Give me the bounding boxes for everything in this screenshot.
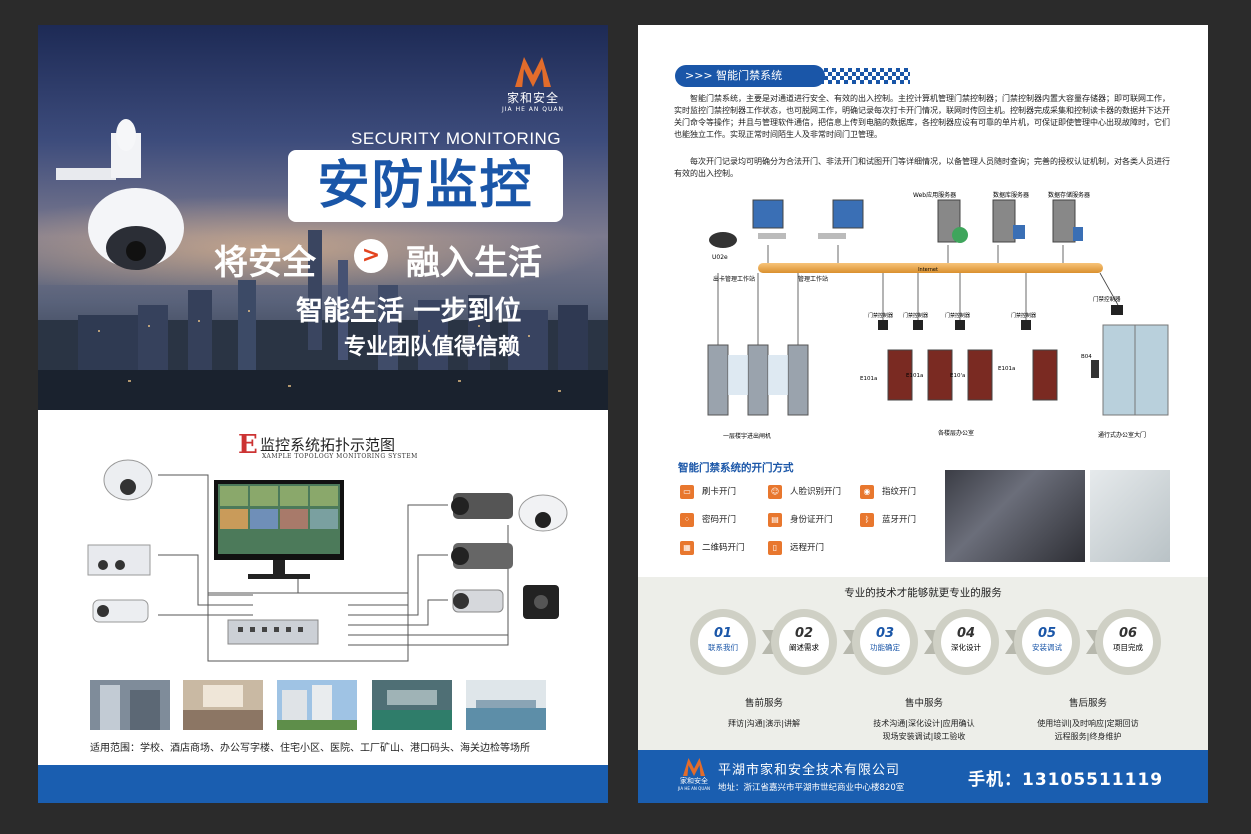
- service-title: 专业的技术才能够就更专业的服务: [844, 587, 1002, 599]
- svg-text:数据库服务器: 数据库服务器: [993, 191, 1029, 199]
- section-title: >>> 智能门禁系统: [675, 65, 825, 87]
- svg-text:E101a: E101a: [906, 373, 923, 379]
- workshop-photo: [466, 680, 546, 730]
- phone-number: 手机：13105511119: [968, 770, 1164, 790]
- svg-text:E101a: E101a: [998, 366, 1015, 372]
- staff-using-access-photo: [945, 470, 1085, 562]
- company-logo: 家和安全 JIA HE AN QUAN: [498, 57, 568, 113]
- school-photo: [90, 680, 170, 730]
- company-name: 平湖市家和安全技术有限公司: [718, 763, 901, 778]
- svg-text:管理工作站: 管理工作站: [798, 275, 828, 283]
- method-face: ☺人脸识别开门: [768, 483, 841, 501]
- left-flyer-page: 家和安全 JIA HE AN QUAN SECURITY MONITORING …: [38, 25, 608, 803]
- svg-text:Web应用服务器: Web应用服务器: [913, 191, 956, 199]
- insale-heading: 售中服务: [904, 698, 943, 709]
- phone-icon: ▯: [768, 540, 782, 555]
- camera-icons: [87, 459, 568, 623]
- presale-heading: 售前服务: [744, 698, 783, 709]
- keypad-icon: ⁘: [680, 512, 694, 527]
- svg-text:出卡管理工作站: 出卡管理工作站: [713, 275, 755, 283]
- method-password: ⁘密码开门: [680, 511, 736, 529]
- application-scope-text: 适用范围：学校、酒店商场、办公写字楼、住宅小区、医院、工厂矿山、港口码头、海关边…: [90, 743, 530, 754]
- slogan-line-2: 智能生活 一步到位: [296, 296, 522, 327]
- intro-paragraph-1: 智能门禁系统，主要是对通道进行安全、有效的出入控制。主控计算机管理门禁控制器；门…: [674, 94, 1170, 139]
- left-footer-bar: [38, 765, 608, 803]
- id-card-icon: ▤: [768, 512, 782, 527]
- face-icon: ☺: [768, 484, 782, 499]
- access-control-diagram: Internet U02e 出卡管理工作站 管理工作站 Web应用服务器 数据库…: [707, 191, 1169, 440]
- svg-text:门禁控制器: 门禁控制器: [903, 312, 928, 319]
- svg-text:门禁控制器: 门禁控制器: [1093, 295, 1121, 303]
- security-monitoring-heading: SECURITY MONITORING: [351, 129, 562, 148]
- footer-logo: 家和安全 JIA HE AN QUAN: [676, 758, 712, 791]
- house-logo-icon: [515, 57, 551, 87]
- svg-text:B04: B04: [1081, 354, 1092, 360]
- svg-text:一层楼宇进出闸机: 一层楼宇进出闸机: [723, 432, 771, 440]
- residential-photo: [277, 680, 357, 730]
- slogan-part-a: 将安全: [214, 243, 316, 283]
- card-icon: ▭: [680, 484, 694, 499]
- presale-items: 拜访|沟通|演示|讲解: [727, 719, 801, 728]
- house-logo-icon: [683, 758, 705, 776]
- main-title-box: 安防监控: [288, 150, 563, 222]
- factory-photo: [372, 680, 452, 730]
- method-card: ▭刷卡开门: [680, 483, 736, 501]
- hotel-mall-photo: [183, 680, 263, 730]
- city-skyline-image: [38, 230, 608, 410]
- aftersale-items: 使用培训|及时响应|定期回访 远程服务|终身维护: [1037, 719, 1139, 741]
- slogan-line-3: 专业团队值得信赖: [344, 335, 521, 360]
- bus-label: Internet: [918, 267, 938, 273]
- qrcode-icon: ▦: [680, 540, 694, 555]
- svg-text:通行式办公室大门: 通行式办公室大门: [1098, 431, 1146, 439]
- main-title: 安防监控: [317, 156, 534, 216]
- checker-decoration: [820, 68, 910, 84]
- method-remote: ▯远程开门: [768, 539, 824, 557]
- company-address: 地址：浙江省嘉兴市平湖市世纪商业中心楼820室: [718, 783, 905, 793]
- svg-text:门禁控制器: 门禁控制器: [945, 312, 970, 319]
- insale-items: 技术沟通|深化设计|应用确认 现场安装调试|竣工验收: [873, 719, 975, 741]
- fingerprint-icon: ◉: [860, 484, 874, 499]
- svg-text:门禁控制器: 门禁控制器: [868, 312, 893, 319]
- svg-text:E101a: E101a: [860, 376, 877, 382]
- dome-camera-image: [56, 119, 184, 270]
- method-idcard: ▤身份证开门: [768, 511, 833, 529]
- company-footer: 家和安全 JIA HE AN QUAN 平湖市家和安全技术有限公司 地址：浙江省…: [638, 750, 1208, 803]
- svg-text:各楼层办公室: 各楼层办公室: [938, 429, 974, 437]
- access-control-section-header: >>> 智能门禁系统: [675, 65, 910, 87]
- svg-text:数据存储服务器: 数据存储服务器: [1048, 191, 1090, 199]
- intro-paragraph-2: 每次开门记录均可明确分为合法开门、非法开门和试图开门等详细情况，以备管理人员随时…: [674, 157, 1170, 178]
- bluetooth-icon: ᛒ: [860, 512, 874, 527]
- slogan-part-b: 融入生活: [406, 243, 542, 283]
- right-flyer-page: >>> 智能门禁系统 智能门禁系统，主要是对通道进行安全、有效的出入控制。主控计…: [638, 25, 1208, 803]
- arrow-icon: >: [354, 239, 388, 273]
- open-methods-title: 智能门禁系统的开门方式: [678, 462, 794, 474]
- topology-diagram: [87, 459, 568, 662]
- aftersale-heading: 售后服务: [1068, 698, 1107, 709]
- svg-text:E10'a: E10'a: [950, 373, 965, 379]
- svg-text:门禁控制器: 门禁控制器: [1011, 312, 1036, 319]
- method-fingerprint: ◉指纹开门: [860, 483, 916, 501]
- method-qrcode: ▦二维码开门: [680, 539, 745, 557]
- application-photos: [90, 680, 560, 732]
- svg-text:U02e: U02e: [712, 254, 728, 261]
- access-terminal-photo: [1090, 470, 1170, 562]
